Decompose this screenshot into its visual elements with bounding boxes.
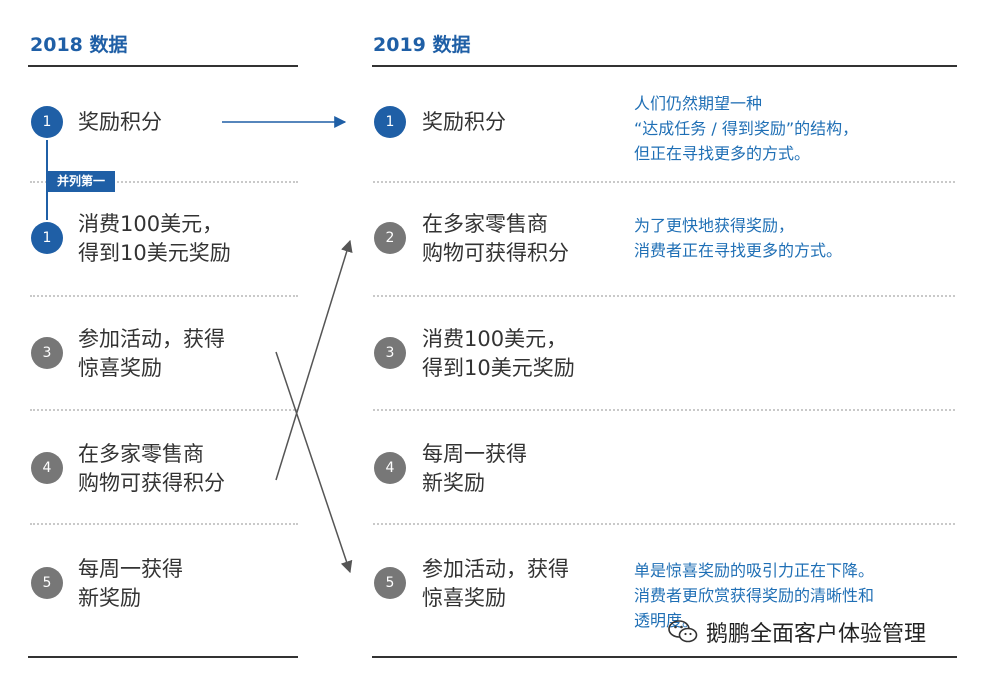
right-item-label: 消费100美元， 得到10美元奖励 <box>422 325 575 383</box>
left-rank-badge: 3 <box>31 337 63 369</box>
right-item-line: 惊喜奖励 <box>422 586 506 610</box>
insight-note-line: 透明度。 <box>634 611 699 630</box>
left-item-line: 参加活动，获得 <box>78 327 225 351</box>
left-rank-badge: 5 <box>31 567 63 599</box>
right-item-line: 奖励积分 <box>422 110 506 134</box>
right-separator <box>373 409 955 411</box>
watermark: 鹅鹏全面客户体验管理 <box>668 616 926 648</box>
right-rank-badge: 3 <box>374 337 406 369</box>
right-item-line: 消费100美元， <box>422 327 568 351</box>
right-rank-badge: 2 <box>374 222 406 254</box>
right-item-line: 每周一获得 <box>422 442 527 466</box>
left-item-label: 在多家零售商 购物可获得积分 <box>78 440 225 498</box>
right-item-line: 购物可获得积分 <box>422 241 569 265</box>
right-bottom-rule <box>372 656 957 658</box>
left-item-label: 奖励积分 <box>78 108 162 137</box>
arrow-rank4-to-rank2 <box>275 239 353 481</box>
left-separator <box>30 181 298 183</box>
insight-note: 人们仍然期望一种 “达成任务 / 得到奖励”的结构， 但正在寻找更多的方式。 <box>634 91 858 166</box>
right-rank-badge: 4 <box>374 452 406 484</box>
left-separator <box>30 523 298 525</box>
right-item-label: 参加活动，获得 惊喜奖励 <box>422 555 569 613</box>
left-rank-badge: 1 <box>31 222 63 254</box>
left-separator <box>30 409 298 411</box>
left-item-line: 得到10美元奖励 <box>78 241 231 265</box>
left-item-line: 在多家零售商 <box>78 442 204 466</box>
left-column-title: 2018 数据 <box>30 34 128 56</box>
tie-tag: 并列第一 <box>47 171 116 192</box>
right-item-line: 在多家零售商 <box>422 212 548 236</box>
insight-note-line: 单是惊喜奖励的吸引力正在下降。 <box>634 561 875 580</box>
right-item-label: 在多家零售商 购物可获得积分 <box>422 210 569 268</box>
insight-note-line: 消费者更欣赏获得奖励的清晰性和 <box>634 586 875 605</box>
left-item-line: 奖励积分 <box>78 110 162 134</box>
insight-note-line: 但正在寻找更多的方式。 <box>634 144 811 163</box>
left-rank-badge: 1 <box>31 106 63 138</box>
insight-note-line: “达成任务 / 得到奖励”的结构， <box>634 119 859 138</box>
arrow-rank3-to-rank5 <box>275 351 353 574</box>
insight-note-line: 消费者正在寻找更多的方式。 <box>634 241 843 260</box>
insight-note-line: 为了更快地获得奖励， <box>634 216 795 235</box>
right-separator <box>373 523 955 525</box>
left-separator <box>30 295 298 297</box>
left-item-line: 每周一获得 <box>78 557 183 581</box>
left-top-rule <box>28 65 298 67</box>
left-item-line: 惊喜奖励 <box>78 356 162 380</box>
right-rank-badge: 5 <box>374 567 406 599</box>
right-column-title: 2019 数据 <box>373 34 471 56</box>
left-item-line: 消费100美元， <box>78 212 224 236</box>
right-item-label: 奖励积分 <box>422 108 506 137</box>
right-top-rule <box>372 65 957 67</box>
insight-note: 单是惊喜奖励的吸引力正在下降。 消费者更欣赏获得奖励的清晰性和 透明度。 <box>634 558 874 633</box>
right-separator <box>373 181 955 183</box>
watermark-text: 鹅鹏全面客户体验管理 <box>706 622 927 647</box>
wechat-icon <box>668 619 698 645</box>
left-bottom-rule <box>28 656 298 658</box>
right-item-label: 每周一获得 新奖励 <box>422 440 527 498</box>
left-rank-badge: 4 <box>31 452 63 484</box>
left-item-label: 消费100美元， 得到10美元奖励 <box>78 210 231 268</box>
left-item-line: 购物可获得积分 <box>78 471 225 495</box>
left-item-label: 参加活动，获得 惊喜奖励 <box>78 325 225 383</box>
right-item-line: 参加活动，获得 <box>422 557 569 581</box>
right-separator <box>373 295 955 297</box>
insight-note-line: 人们仍然期望一种 <box>634 94 763 113</box>
right-rank-badge: 1 <box>374 106 406 138</box>
right-item-line: 得到10美元奖励 <box>422 356 575 380</box>
left-item-label: 每周一获得 新奖励 <box>78 555 183 613</box>
insight-note: 为了更快地获得奖励， 消费者正在寻找更多的方式。 <box>634 213 842 263</box>
right-item-line: 新奖励 <box>422 471 485 495</box>
left-item-line: 新奖励 <box>78 586 141 610</box>
